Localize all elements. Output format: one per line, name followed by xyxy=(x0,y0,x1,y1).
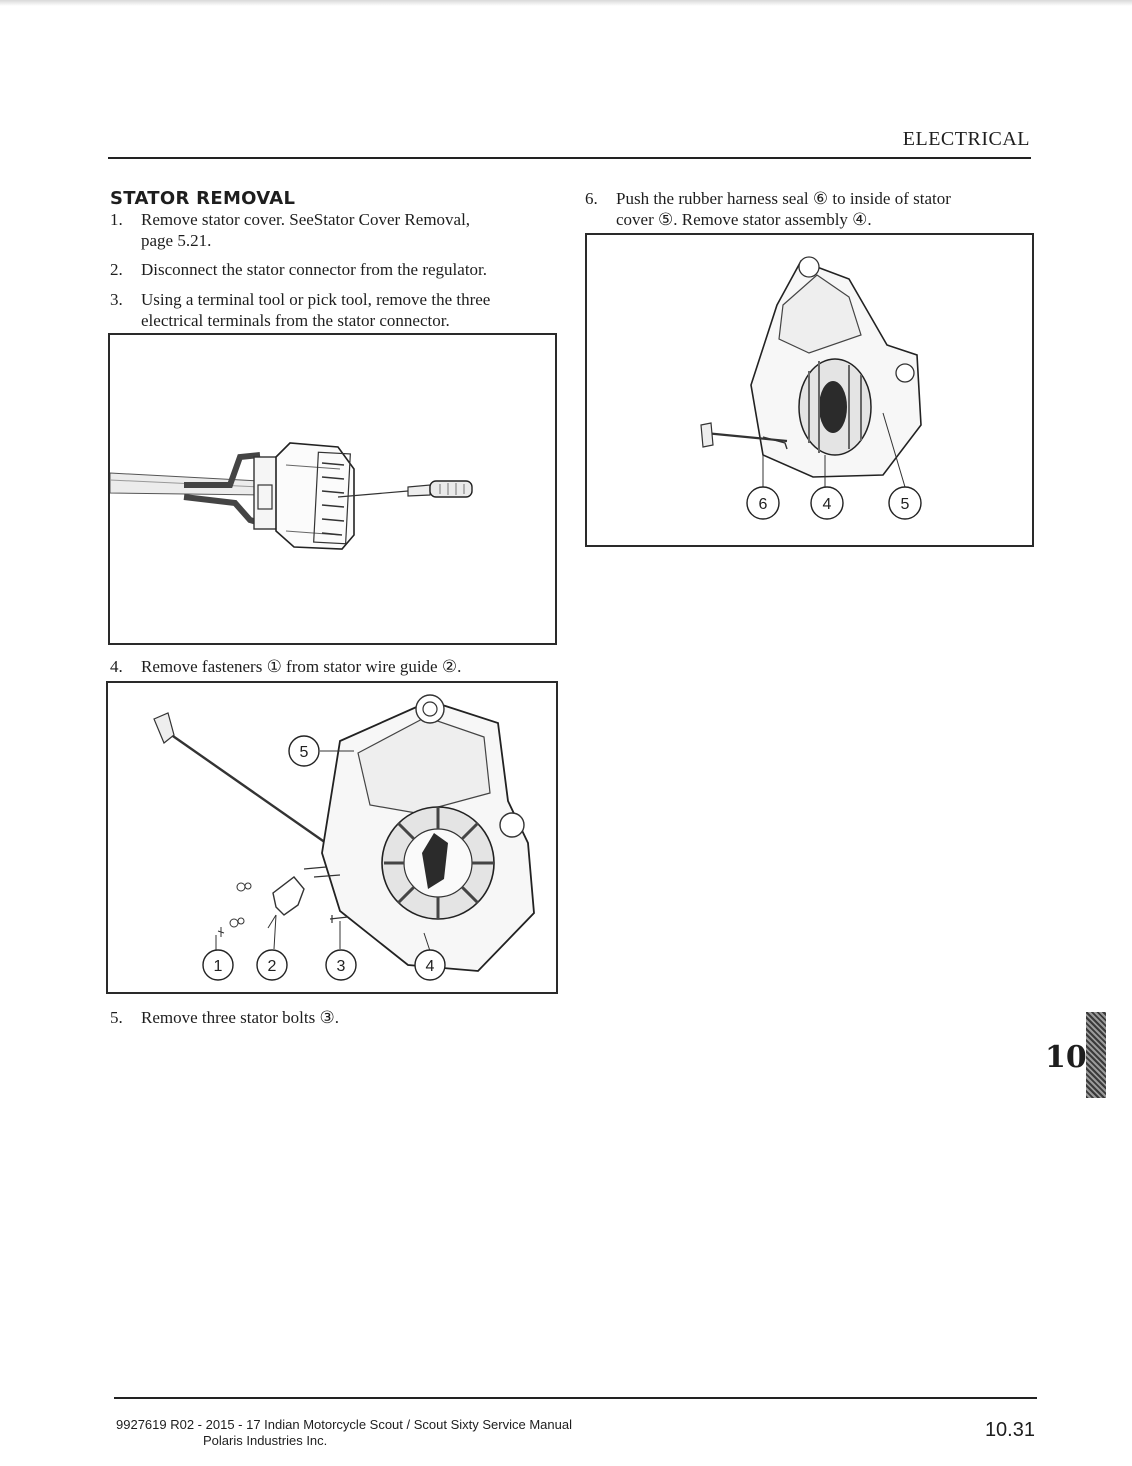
step-text: Disconnect the stator connector from the… xyxy=(141,260,488,279)
step-text: Using a terminal tool or pick tool, remo… xyxy=(141,290,491,309)
stator-cover-illustration: 1 2 3 4 5 xyxy=(153,694,535,981)
callout-5: 5 xyxy=(888,486,922,520)
chapter-tab-marker xyxy=(1086,1012,1106,1098)
step-number: 3. xyxy=(110,290,123,309)
callout-label: 5 xyxy=(901,496,910,513)
page-number: 10.31 xyxy=(984,1419,1035,1441)
procedure-heading: STATOR REMOVAL xyxy=(110,188,296,209)
callout-label: 3 xyxy=(337,958,346,975)
callout-label: 6 xyxy=(759,496,768,513)
figure-connector-pick-tool xyxy=(108,333,557,645)
figure-stator-wire-guide: 1 2 3 4 5 xyxy=(106,681,558,994)
figure-stator-assembly: 6 4 5 xyxy=(585,233,1034,547)
callout-4: 4 xyxy=(810,486,844,520)
callout-4: 4 xyxy=(414,949,446,981)
step-text-cont: page 5.21. xyxy=(141,231,212,250)
step-text-cont: electrical terminals from the stator con… xyxy=(141,311,450,330)
step-text-cont: cover ⑤. Remove stator assembly ④. xyxy=(616,210,872,229)
scan-top-edge xyxy=(0,0,1132,6)
callout-label: 4 xyxy=(426,958,435,975)
stator-assembly-illustration: 6 4 5 xyxy=(700,256,922,520)
callout-5: 5 xyxy=(288,735,320,767)
chapter-tab-number: 10 xyxy=(1045,1040,1087,1075)
footer-rule xyxy=(114,1397,1037,1399)
connector-illustration xyxy=(110,442,473,550)
step-text: Push the rubber harness seal ⑥ to inside… xyxy=(616,189,951,208)
callout-label: 4 xyxy=(823,496,832,513)
footer-manual-title: 9927619 R02 - 2015 - 17 Indian Motorcycl… xyxy=(116,1417,572,1432)
footer-publisher: Polaris Industries Inc. xyxy=(203,1433,328,1448)
callout-label: 5 xyxy=(300,744,309,761)
step-number: 2. xyxy=(110,260,123,279)
callout-6: 6 xyxy=(746,486,780,520)
callout-1: 1 xyxy=(202,949,234,981)
callout-3: 3 xyxy=(325,949,357,981)
step-text: Remove three stator bolts ③. xyxy=(141,1008,339,1027)
callout-2: 2 xyxy=(256,949,288,981)
callout-label: 1 xyxy=(214,958,223,975)
section-header: ELECTRICAL xyxy=(902,128,1030,150)
header-rule xyxy=(108,157,1031,159)
step-number: 6. xyxy=(585,189,598,208)
step-number: 4. xyxy=(110,657,123,676)
step-text: Remove stator cover. SeeStator Cover Rem… xyxy=(141,210,471,229)
callout-label: 2 xyxy=(268,958,277,975)
step-number: 1. xyxy=(110,210,123,229)
step-number: 5. xyxy=(110,1008,123,1027)
step-text: Remove fasteners ① from stator wire guid… xyxy=(141,657,462,676)
